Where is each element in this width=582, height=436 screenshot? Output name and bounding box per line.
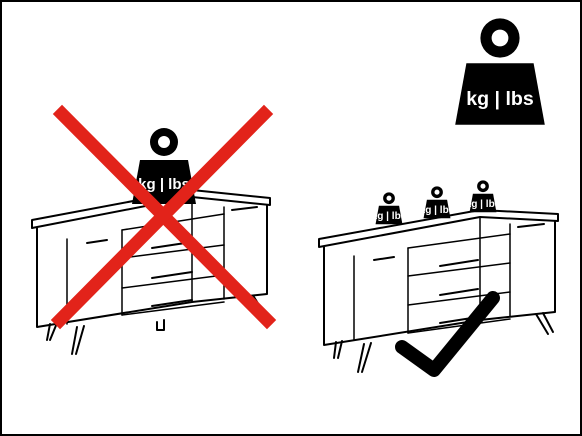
checkmark-icon — [402, 298, 493, 370]
weight-label: kg | lbs — [466, 88, 534, 110]
weight-label: kg | lbs — [466, 199, 501, 210]
weight-label: kg | lbs — [420, 205, 455, 216]
weight-label: kg | lbs — [372, 211, 407, 222]
weight-small-3: kg | lbs — [466, 180, 501, 212]
sideboard-left — [32, 190, 270, 354]
weight-small-1: kg | lbs — [372, 192, 407, 224]
kettlebell-weight-icon: kg | lbs — [455, 18, 545, 124]
weight-small-2: kg | lbs — [420, 186, 455, 218]
sideboard-right — [319, 210, 558, 372]
